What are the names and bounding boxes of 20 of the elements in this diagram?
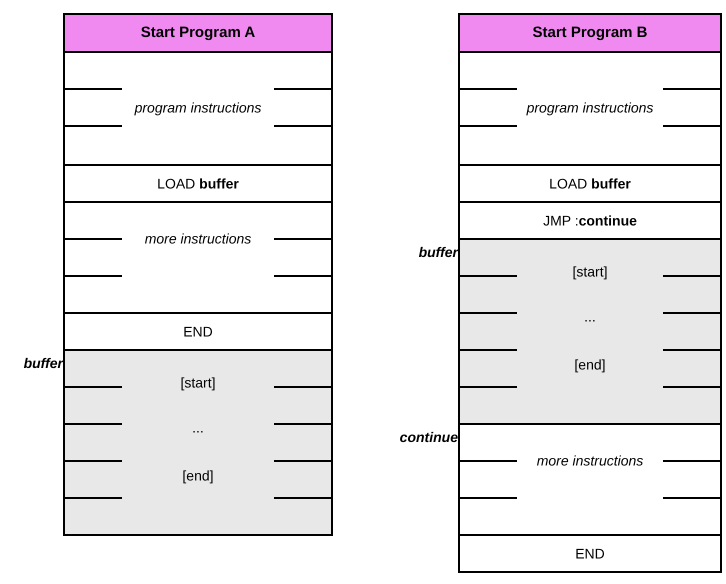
section-text: [end] [182,467,214,485]
address-label: buffer [24,354,63,373]
section-text: program instructions [134,98,262,116]
section-text: [start] [572,264,608,282]
section-text: END [575,544,605,562]
section-text: [start] [180,374,216,392]
column-header: Start Program A [65,15,331,53]
section-text: more instructions [144,230,252,248]
section-text: LOAD buffer [549,174,631,192]
address-label: buffer [418,243,458,262]
section-text: LOAD buffer [157,174,239,192]
section-text: program instructions [526,98,654,116]
section-text: ... [584,308,596,326]
address-label: continue [400,428,458,447]
section-text: [end] [574,356,606,374]
section-text: ... [192,418,204,436]
section-text: END [183,322,213,340]
column-header: Start Program B [460,15,720,53]
section-text: more instructions [536,452,644,470]
section-text: JMP :continue [543,212,637,230]
